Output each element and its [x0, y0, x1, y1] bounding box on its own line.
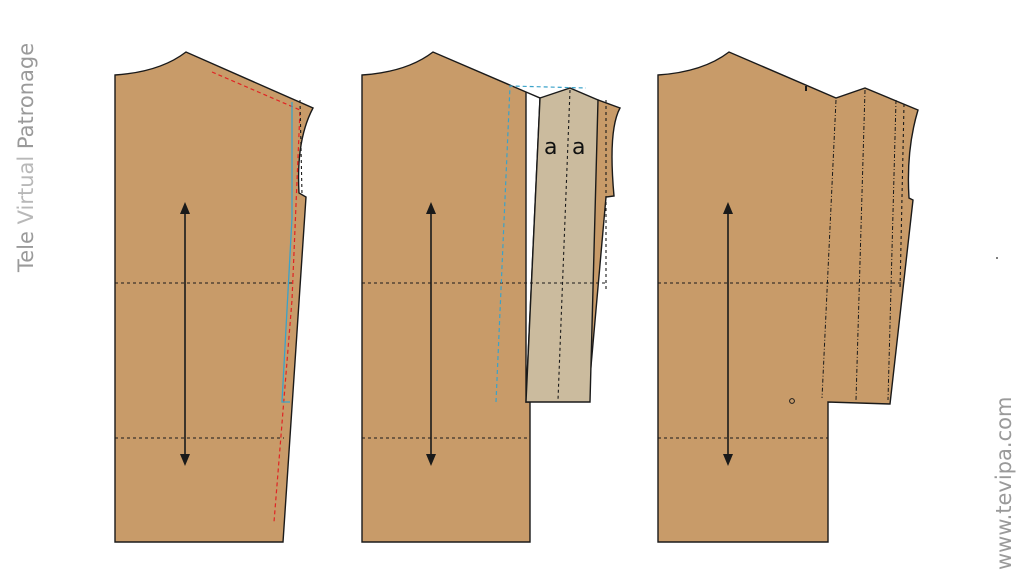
pleat-line-3 — [887, 99, 897, 401]
brand-word-tele: Tele — [14, 224, 38, 272]
panel-label-right: a — [572, 135, 585, 160]
panel-label-left: a — [544, 135, 557, 160]
blue-guide-line-2 — [495, 85, 587, 403]
vertical-brand-title: Tele Virtual Patronage — [14, 43, 38, 272]
grainline-arrowhead-top-3 — [723, 202, 733, 214]
grainline-arrowhead-bottom-2 — [426, 454, 436, 466]
website-url: www.tevipa.com — [992, 396, 1016, 570]
shoulder-dart-mark-1 — [299, 99, 303, 196]
step-3-pattern — [657, 51, 919, 543]
red-guide-line — [211, 71, 301, 523]
grainline-arrowhead-top-2 — [426, 202, 436, 214]
front-bodice-piece-3 — [657, 51, 919, 543]
blue-guide-line-1 — [281, 102, 293, 403]
panel-center-line — [557, 89, 571, 401]
step-1-pattern — [114, 51, 314, 543]
insert-panel-a — [525, 87, 599, 403]
step-2-pattern: a a — [361, 51, 622, 543]
stray-dot — [996, 257, 998, 259]
grainline-arrowhead-bottom-3 — [723, 454, 733, 466]
front-bodice-piece-1 — [114, 51, 314, 543]
pleat-line-4 — [899, 103, 905, 291]
brand-word-patronage: Patronage — [14, 42, 38, 150]
grainline-arrowhead-bottom-1 — [180, 454, 190, 466]
brand-word-virtual: Virtual — [14, 149, 38, 225]
pleat-line-2 — [855, 89, 866, 401]
grainline-arrowhead-top-1 — [180, 202, 190, 214]
notch-mark — [805, 86, 807, 91]
button-mark — [789, 398, 795, 404]
